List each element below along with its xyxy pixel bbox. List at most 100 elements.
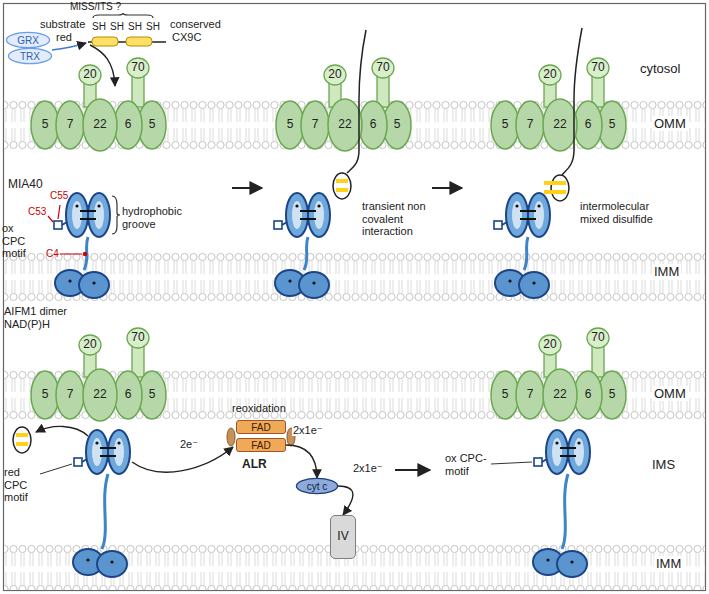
ellipse-outline [6,32,49,47]
label-holder: 7 [67,388,74,402]
substrate-chain [36,426,88,436]
label-holder: 6 [125,118,132,132]
label-holder: MIA40 [8,178,43,192]
ellipse-outline [296,478,337,493]
step-arrow [395,469,430,471]
label-holder: 20 [328,68,341,82]
label-text: transient non covalent interaction [362,200,426,237]
enzyme-ellipse: GRX [6,32,50,48]
label-text: C53 [28,206,46,217]
label-holder: 20 [83,338,96,352]
subunit-number: 22 [553,117,566,131]
label-holder: SH [92,21,106,33]
label-holder: intermolecular mixed disulfide [580,200,664,225]
subunit-number: 5 [149,117,156,131]
label-holder: 5 [42,118,49,132]
label-text: AIFM1 dimer [4,305,67,317]
subunit-number: 6 [585,387,592,401]
subunit-number: 6 [370,117,377,131]
label-text: SH [110,21,124,32]
label-text: SH [92,21,106,32]
label-holder: 5 [502,118,509,132]
subunit-number: 5 [42,117,49,131]
leader-line [83,252,87,256]
mia40-protein [66,193,110,237]
label-holder: 6 [585,118,592,132]
label-text: SH [128,21,142,32]
mia40-protein [274,221,282,229]
label-holder: 5 [502,388,509,402]
mia40-protein [73,549,127,577]
subunit-number: 7 [527,117,534,131]
subunit-number: 7 [312,117,319,131]
label-holder: IMS [652,458,675,473]
label-text: MISS/ITS ? [70,1,121,12]
subunit-number: 7 [67,117,74,131]
label-text: hydrophobic groove [122,205,182,230]
label-holder: AIFM1 dimer [4,305,67,318]
substrate-chain [126,37,152,46]
label-text: reoxidation [232,402,286,414]
label-holder: red [56,31,72,44]
subunit-number: 5 [149,387,156,401]
substrate-chain [551,175,569,201]
node-text: TRX [20,51,40,62]
label-holder: 20 [83,68,96,82]
label-holder: NAD(P)H [4,318,50,331]
label-holder: 70 [376,61,389,75]
node-text: FAD [251,440,270,451]
tom-complex [31,58,166,151]
subunit-number: 20 [543,337,556,351]
tom-complex [31,58,626,421]
subunit-number: 20 [543,67,556,81]
frame [4,4,706,591]
label-text: red CPC motif [4,466,28,503]
substrate-chain [562,28,582,175]
node-text: IV [337,530,348,543]
membrane [4,252,705,302]
label-text: C55 [50,190,68,201]
label-holder: 7 [527,118,534,132]
substrate-chain [13,13,582,453]
subunit-number: 5 [394,117,401,131]
label-holder: C53 [28,206,46,218]
subunit-number: 20 [83,67,96,81]
label-holder: 2e⁻ [180,438,198,451]
mia40-protein [494,221,502,229]
label-holder: transient non covalent interaction [362,200,442,238]
substrate-chain [544,181,566,185]
label-holder: CX9C [172,31,201,44]
mia40-protein [54,221,62,229]
label-holder: 7 [527,388,534,402]
label-holder: 2x1e⁻ [292,424,324,437]
label-holder: reoxidation [232,402,286,415]
edge-label: 2x1e⁻ [352,462,384,474]
substrate-chain [13,427,31,453]
complex-box: IV [330,515,356,559]
label-text: intermolecular mixed disulfide [580,200,653,225]
label-holder: ALR [242,458,267,472]
compartment-label: OMM [652,386,688,401]
subunit-number: 6 [125,117,132,131]
compartment-label: OMM [652,116,688,131]
subunit-number: 5 [287,117,294,131]
mia40-protein [495,270,549,298]
label-holder: 70 [131,331,144,345]
electron-arrow [338,486,353,515]
tom-complex [31,328,166,421]
subunit-number: 70 [591,330,604,344]
membrane [4,252,705,302]
subunit-number: 6 [585,117,592,131]
label-holder: 7 [312,118,319,132]
subunit-number: 70 [376,60,389,74]
step-arrow [132,188,462,472]
compartment-label: IMS [652,457,675,472]
label-holder: 22 [93,388,106,402]
label-text: CX9C [172,31,201,43]
node-text: GRX [17,35,39,46]
substrate-chain [92,37,118,46]
label-holder: SH [128,21,142,33]
mia40-protein [74,458,82,466]
node-text: cyt c [307,481,328,492]
step-arrow [232,187,262,189]
